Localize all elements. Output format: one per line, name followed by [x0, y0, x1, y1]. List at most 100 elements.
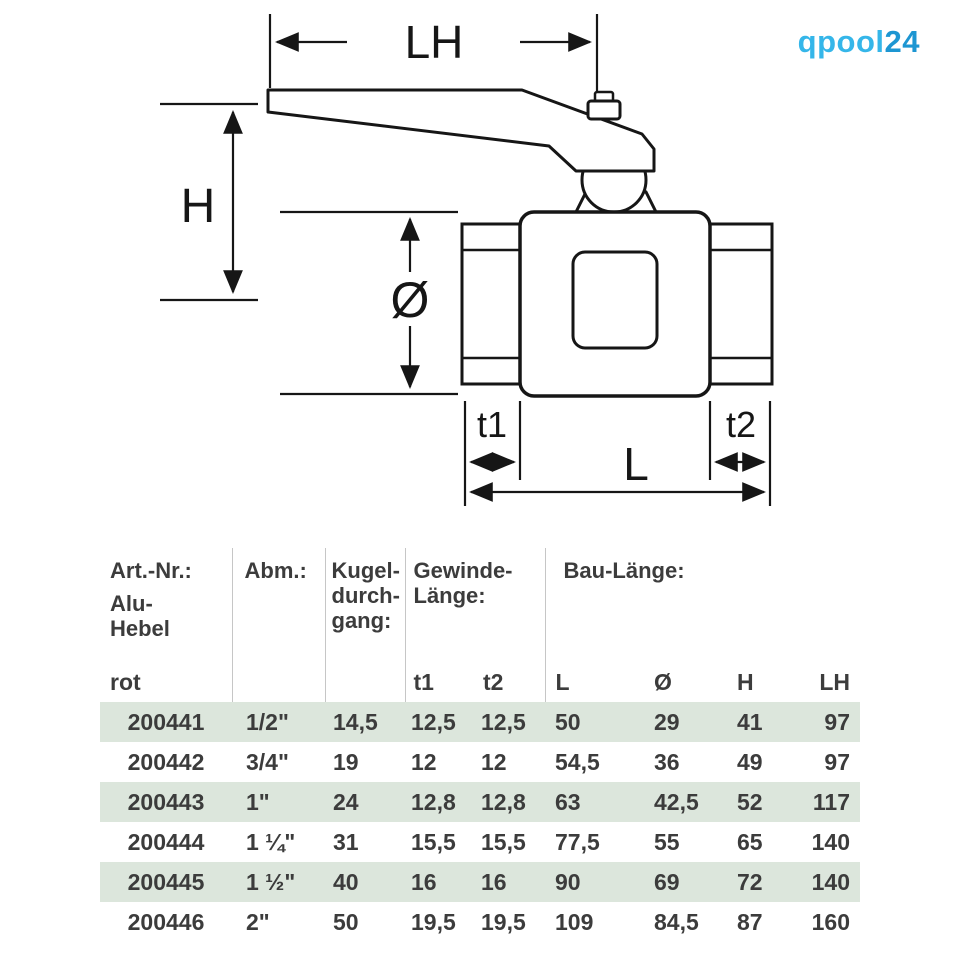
cell: 90: [555, 868, 581, 895]
header-text: gang:: [331, 608, 392, 633]
cell: 1 ½": [246, 868, 296, 895]
table-row: 200442 3/4" 19 12 12 54,5 36 49 97: [100, 742, 860, 782]
cell: 109: [555, 908, 594, 935]
sub-header-dia: Ø: [654, 668, 672, 695]
cell: 200444: [127, 828, 205, 855]
table-body: 200441 1/2" 14,5 12,5 12,5 50 29 41 97 200442 3/4"…: [100, 702, 861, 942]
dim-label-t2: t2: [726, 404, 756, 445]
cell: 69: [654, 868, 680, 895]
cell: 16: [481, 868, 507, 895]
cell: 2": [246, 908, 270, 935]
valve-body-group: [266, 88, 774, 398]
label-mask: [386, 272, 434, 326]
cell: 50: [333, 908, 359, 935]
dim-label-l: L: [623, 438, 649, 490]
header-text: Bau-Länge:: [563, 558, 685, 583]
cell: 31: [333, 828, 359, 855]
cell: 40: [333, 868, 359, 895]
cell: 24: [333, 788, 359, 815]
cell: 15,5: [411, 828, 456, 855]
cell: 36: [654, 748, 680, 775]
cell: 12,5: [411, 708, 456, 735]
sub-header-h: H: [737, 668, 754, 695]
cell: 63: [555, 788, 581, 815]
valve-body-inner: [571, 250, 659, 350]
header-text: durch-: [331, 583, 400, 608]
dim-label-t1: t1: [477, 404, 507, 445]
cell: 42,5: [654, 788, 699, 815]
cell: 97: [824, 748, 851, 775]
sub-header-t1: t1: [404, 662, 475, 702]
header-text: Art.-Nr.:: [110, 558, 192, 583]
cell: 72: [737, 868, 763, 895]
cell: 29: [654, 708, 680, 735]
col-header-abm: Abm.:: [231, 548, 325, 662]
sub-header-lh: LH: [819, 668, 851, 695]
cell: 55: [654, 828, 680, 855]
cell: 140: [811, 828, 851, 855]
dim-label-h: H: [181, 180, 216, 233]
left-hex-connector: [460, 222, 522, 386]
cell: 14,5: [333, 708, 378, 735]
right-hex-connector: [708, 222, 774, 386]
group-header-row: Art.-Nr.: Alu- Hebel Abm.: Kugel- durch-…: [100, 548, 861, 662]
dimension-h: [160, 102, 258, 302]
cell: 12,8: [481, 788, 526, 815]
dim-label-lh: LH: [405, 16, 464, 68]
cell: 200446: [127, 908, 205, 935]
cell: 200442: [127, 748, 205, 775]
table-row: 200444 1 ¼" 31 15,5 15,5 77,5 55 65 140: [100, 822, 860, 862]
cell: 52: [737, 788, 763, 815]
dimension-bottom: [463, 401, 772, 506]
sub-header-rot: rot: [110, 668, 141, 695]
cell: 16: [411, 868, 437, 895]
brand-logo-number: 24: [884, 24, 920, 59]
cell: 140: [811, 868, 851, 895]
cell: 54,5: [555, 748, 600, 775]
cell: 50: [555, 708, 581, 735]
cell: 19,5: [411, 908, 456, 935]
col-header-artnr: Art.-Nr.: Alu- Hebel: [100, 548, 232, 662]
cell: 12,8: [411, 788, 456, 815]
cell: 12: [411, 748, 437, 775]
sub-header-l: L: [544, 662, 641, 702]
cell: 117: [812, 788, 851, 815]
col-header-gewinde: Gewinde- Länge:: [404, 548, 546, 662]
col-header-bau: Bau-Länge:: [544, 548, 861, 662]
sub-header-t2: t2: [483, 668, 504, 695]
cell: 160: [811, 908, 851, 935]
lever-handle: [266, 88, 656, 173]
header-text: Hebel: [110, 616, 170, 641]
table-row: 200443 1" 24 12,8 12,8 63 42,5 52 117: [100, 782, 861, 822]
cell: 1/2": [246, 708, 289, 735]
sub-header-empty: [324, 662, 405, 702]
dimension-table-wrap: Art.-Nr.: Alu- Hebel Abm.: Kugel- durch-…: [100, 548, 861, 942]
dim-label-dia: Ø: [391, 272, 430, 328]
cell: 49: [737, 748, 763, 775]
cell: 41: [737, 708, 763, 735]
cell: 19: [333, 748, 359, 775]
cell: 15,5: [481, 828, 526, 855]
cell: 200445: [127, 868, 205, 895]
cell: 84,5: [654, 908, 699, 935]
cell: 200441: [127, 708, 205, 735]
col-header-kugel: Kugel- durch- gang:: [324, 548, 405, 662]
stem-nut: [586, 99, 622, 121]
cell: 19,5: [481, 908, 526, 935]
cell: 77,5: [555, 828, 600, 855]
cell: 3/4": [246, 748, 289, 775]
cell: 200443: [127, 788, 205, 815]
valve-technical-drawing: LH H Ø: [160, 14, 774, 506]
cell: 12,5: [481, 708, 526, 735]
table-row: 200445 1 ½" 40 16 16 90 69 72 140: [100, 862, 861, 902]
brand-logo-text: qpool: [797, 24, 885, 59]
header-text: Länge:: [413, 583, 486, 608]
cell: 1 ¼": [246, 828, 296, 855]
header-text: Kugel-: [331, 558, 400, 583]
cell: 1": [246, 788, 270, 815]
header-text: Gewinde-: [413, 558, 513, 583]
cell: 12: [481, 748, 507, 775]
cell: 65: [737, 828, 763, 855]
